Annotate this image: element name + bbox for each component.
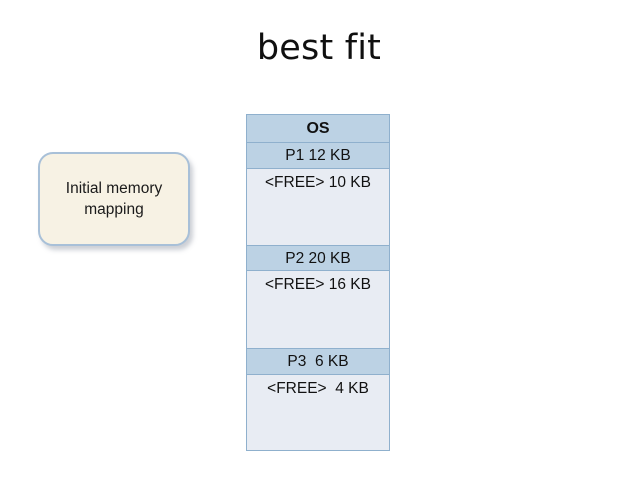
callout-label: Initial memory mapping xyxy=(65,180,163,218)
memory-block-p2: P2 20 KB xyxy=(247,246,389,271)
memory-block-label: P3 6 KB xyxy=(287,353,349,370)
memory-block-p1: P1 12 KB xyxy=(247,143,389,169)
memory-block-label: P2 20 KB xyxy=(285,250,351,267)
memory-block-free3: <FREE> 4 KB xyxy=(247,375,389,450)
memory-block-p3: P3 6 KB xyxy=(247,349,389,375)
page-title: best fit xyxy=(256,28,382,68)
memory-block-label: <FREE> 16 KB xyxy=(265,276,371,293)
memory-block-label: OS xyxy=(306,120,330,137)
memory-block-free2: <FREE> 16 KB xyxy=(247,271,389,349)
memory-block-label: P1 12 KB xyxy=(285,147,351,164)
initial-memory-mapping-callout: Initial memory mapping xyxy=(38,152,190,246)
memory-map-diagram: OS P1 12 KB <FREE> 10 KB P2 20 KB <FREE> 16 … xyxy=(246,114,390,451)
memory-block-label: <FREE> 4 KB xyxy=(267,380,369,397)
memory-block-os: OS xyxy=(247,115,389,143)
memory-block-label: <FREE> 10 KB xyxy=(265,174,371,191)
memory-block-free1: <FREE> 10 KB xyxy=(247,169,389,246)
